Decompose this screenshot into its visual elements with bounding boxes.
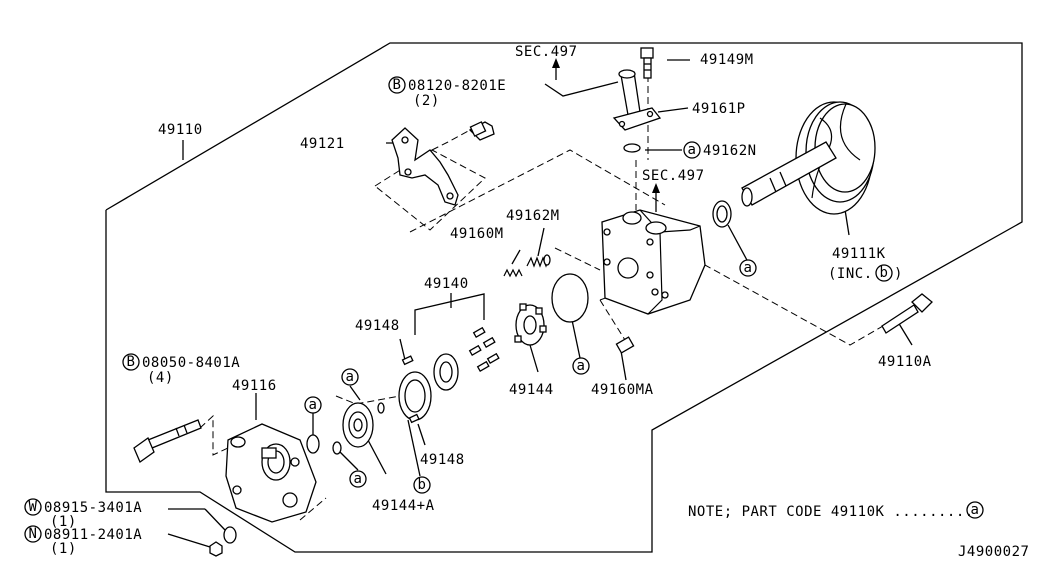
marker-a-large: a [304,396,322,414]
pulley-49111k [741,101,876,215]
bracket-49121 [391,127,459,206]
pin-49148-b [408,413,420,424]
label-inc-prefix: (INC. [828,266,873,282]
prefix-letter: B [393,77,402,93]
cam-ring-49140 [433,353,459,391]
prefix-letter: B [127,354,136,370]
marker-a-seal: a [739,259,757,277]
label-49148-top: 49148 [355,318,400,334]
marker-a-note: a [966,501,984,519]
pump-body [601,209,706,315]
o-ring-49162n [623,143,641,153]
label-49144a: 49144+A [372,498,435,514]
prefix-w-08915: W [24,498,42,516]
vanes [468,326,500,372]
bolt-08120-8201e [468,121,495,141]
marker-letter: b [418,477,427,493]
marker-letter: a [971,502,980,518]
nut-08911 [209,541,223,557]
o-ring-small [377,402,385,414]
label-49116: 49116 [232,378,277,394]
pin-49148-a [401,355,414,366]
label-49160m: 49160M [450,226,504,242]
o-ring-large [306,434,320,454]
label-sec-497-top: SEC.497 [515,44,578,60]
label-08050-8401a: 08050-8401A [142,355,240,371]
spring-49162m [526,254,551,268]
marker-letter: a [744,260,753,276]
label-49144: 49144 [509,382,554,398]
plug-49160ma [615,336,635,354]
prefix-b-08050: B [122,353,140,371]
o-ring-mid [332,441,342,455]
prefix-b-08120: B [388,76,406,94]
label-49140: 49140 [424,276,469,292]
oil-seal [712,200,732,228]
pipe-fitting-49161p [612,69,662,131]
label-08915-qty: (1) [50,514,77,530]
label-sec-497-mid: SEC.497 [642,168,705,184]
label-inc-suffix: ) [894,266,903,282]
label-49149m: 49149M [700,52,754,68]
label-49162n: 49162N [703,143,757,159]
marker-letter: a [354,471,363,487]
label-49161p: 49161P [692,101,746,117]
label-08120-qty: (2) [413,93,440,109]
bolt-08050-8401a [133,419,202,463]
label-08911-qty: (1) [50,541,77,557]
marker-letter: a [346,369,355,385]
marker-a-gasket: a [572,357,590,375]
label-08120-8201e: 08120-8201E [408,78,506,94]
label-08915-3401a: 08915-3401A [44,500,142,516]
label-49110a: 49110A [878,354,932,370]
prefix-n-08911: N [24,525,42,543]
marker-b-inc: b [875,264,893,282]
washer-08915 [223,526,237,544]
marker-letter: a [309,397,318,413]
bolt-49110a [881,293,933,334]
label-49121: 49121 [300,136,345,152]
marker-letter: b [880,265,889,281]
note-text: NOTE; PART CODE 49110K ......... [688,504,974,520]
assembly-outline [105,42,1023,553]
label-08911-2401a: 08911-2401A [44,527,142,543]
marker-a-mid: a [349,470,367,488]
marker-letter: a [688,142,697,158]
label-49111k: 49111K [832,246,886,262]
prefix-letter: N [29,526,38,542]
prefix-letter: W [29,499,38,515]
marker-letter: a [577,358,586,374]
gasket-49144 [551,273,589,323]
label-49162m: 49162M [506,208,560,224]
marker-a-49162n: a [683,141,701,159]
plate-49144a [342,402,374,448]
rotor-49144 [514,303,547,346]
label-49148-bottom: 49148 [420,452,465,468]
bolt-49149m [640,47,654,79]
rear-housing-49116 [225,423,317,523]
marker-b-pins: b [413,476,431,494]
diagram-code: J4900027 [958,544,1029,560]
spring-49160m [503,268,523,278]
side-plate [398,371,432,421]
label-08050-qty: (4) [147,370,174,386]
marker-a-oring: a [341,368,359,386]
label-49160ma: 49160MA [591,382,654,398]
label-49110: 49110 [158,122,203,138]
